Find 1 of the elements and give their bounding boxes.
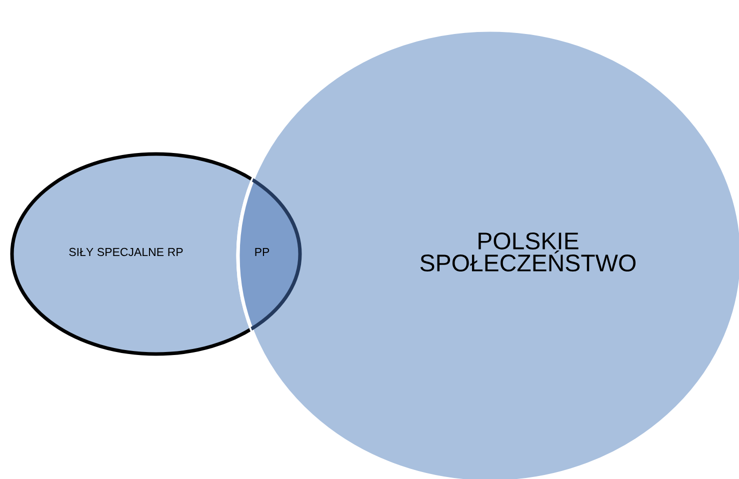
overlap-region: PP (238, 152, 302, 356)
